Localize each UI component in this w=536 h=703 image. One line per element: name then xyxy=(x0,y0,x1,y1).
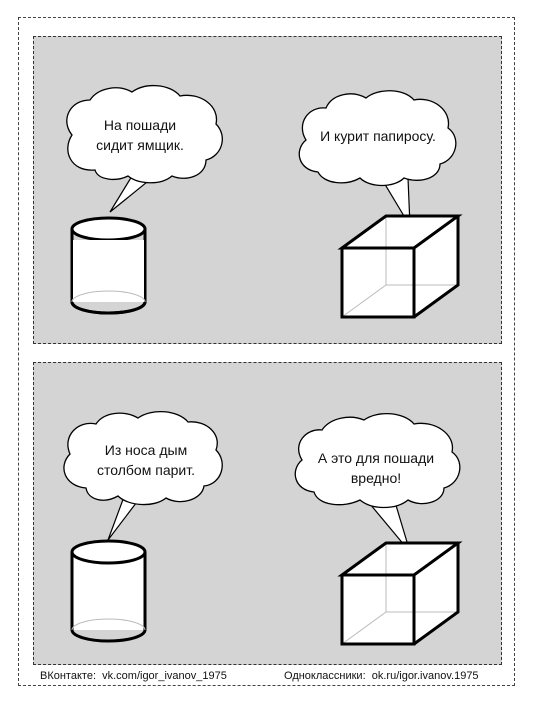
speech-bubble-3 xyxy=(63,411,223,541)
cube-2 xyxy=(337,541,463,646)
cylinder-1 xyxy=(70,216,147,315)
bubble-text-1: На пошади сидит ямщик. xyxy=(96,117,184,153)
bubble-text-3: Из носа дым столбом парит. xyxy=(97,442,195,478)
cube-1 xyxy=(337,214,463,319)
speech-bubble-1 xyxy=(66,85,223,213)
speech-bubble-2 xyxy=(298,90,457,227)
footer-ok-link[interactable]: Одноклассники: ok.ru/igor.ivanov.1975 xyxy=(284,670,479,682)
footer-vk-link[interactable]: ВКонтакте: vk.com/igor_ivanov_1975 xyxy=(40,670,227,682)
bubble-text-2: И курит папиросу. xyxy=(320,128,436,144)
bubble-text-4: А это для пошади вредно! xyxy=(317,450,435,486)
speech-bubble-4 xyxy=(294,413,461,553)
page-frame xyxy=(18,17,515,686)
cylinder-2 xyxy=(70,539,147,643)
